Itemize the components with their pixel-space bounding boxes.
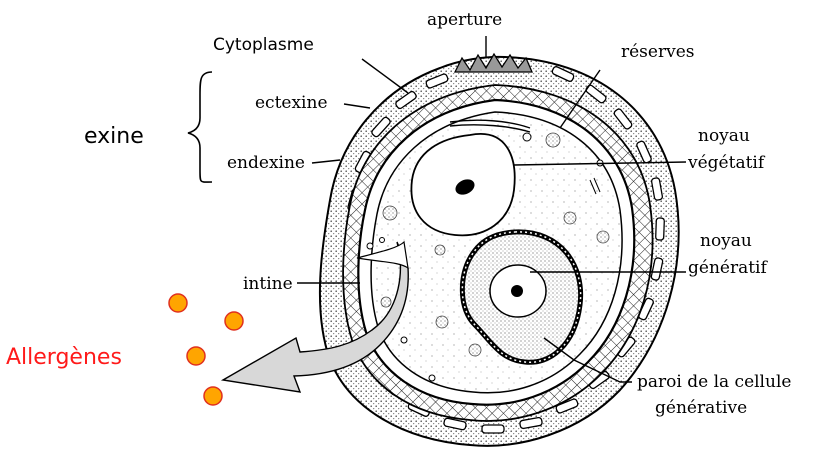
label-intine: intine [243,274,293,294]
allergen-particles [169,294,243,405]
label-noyau-vegetatif-line1: noyau [698,126,750,146]
label-cytoplasme: Cytoplasme [213,35,314,55]
label-allergenes: Allergènes [6,345,122,370]
allergen-particle-icon [187,347,205,365]
label-reserves: réserves [621,42,695,62]
label-ectexine: ectexine [255,93,328,113]
label-noyau-generatif-line2: génératif [688,258,768,278]
label-noyau-vegetatif-line2: végétatif [687,153,766,173]
exine-brace-icon [188,72,212,182]
label-endexine: endexine [227,153,305,173]
label-exine: exine [84,124,144,149]
label-paroi-line1: paroi de la cellule [637,372,791,392]
label-paroi-line2: générative [655,398,747,418]
label-aperture: aperture [427,10,502,30]
allergen-particle-icon [225,312,243,330]
label-noyau-generatif-line1: noyau [700,231,752,251]
allergen-particle-icon [204,387,222,405]
allergen-particle-icon [169,294,187,312]
